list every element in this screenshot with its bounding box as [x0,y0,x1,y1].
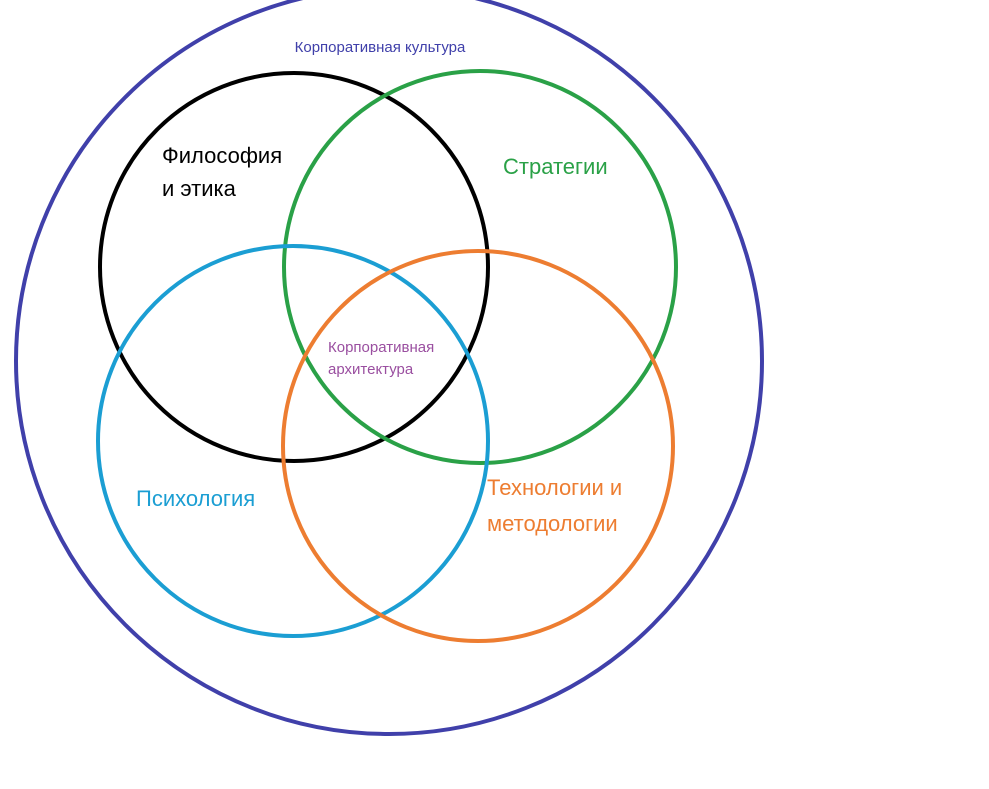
strategies-label: Стратегии [503,154,608,179]
corporate-architecture-label-line1: Корпоративная [328,339,434,356]
corporate-culture-circle [14,0,764,736]
corporate-architecture-label-line2: архитектура [328,361,414,378]
philosophy-ethics-circle [98,71,490,463]
philosophy-label-line2: и этика [162,176,237,201]
corporate-culture-label: Корпоративная культура [295,39,466,56]
technologies-label-line1: Технологии и [487,475,622,500]
psychology-label: Психология [136,486,255,511]
technologies-label-line2: методологии [487,511,618,536]
psychology-circle [96,244,490,638]
strategies-circle [282,69,678,465]
philosophy-label-line1: Философия [162,143,282,168]
technologies-methodologies-circle [281,249,675,643]
